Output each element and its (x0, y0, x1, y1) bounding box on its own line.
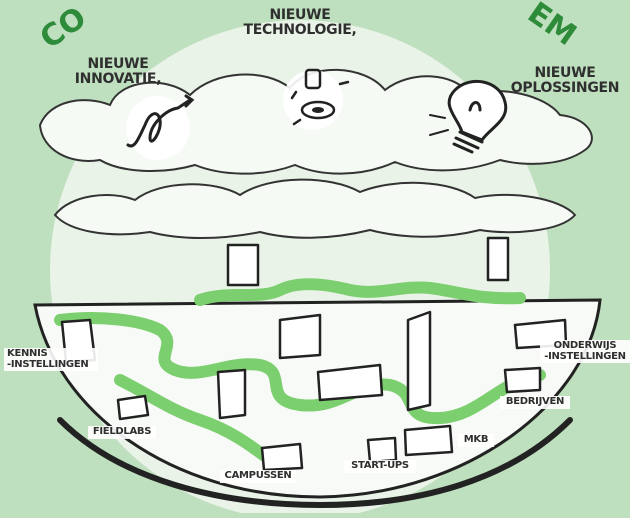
title-left-fragment: CO (34, 0, 93, 56)
label-fieldlabs: FIELDLABS (88, 426, 156, 439)
building-campussen (260, 442, 304, 472)
buildings (60, 236, 568, 472)
building-fieldlabs (116, 394, 150, 421)
city-disc-base (33, 298, 602, 499)
label-onderwijs-instellingen: ONDERWIJS -INSTELLINGEN (540, 340, 630, 363)
tower-tall (406, 310, 432, 412)
label-new-solutions: NIEUWE OPLOSSINGEN (510, 65, 620, 96)
label-mkb: MKB (458, 434, 494, 447)
label-campussen: CAMPUSSEN (220, 470, 296, 483)
green-roads (54, 278, 546, 466)
label-bedrijven: BEDRIJVEN (500, 396, 570, 409)
city-disc-rim (57, 417, 573, 509)
label-new-technology: NIEUWE TECHNOLOGIE, (243, 7, 357, 38)
gear-icon (283, 68, 350, 130)
label-kennis-instellingen: KENNIS -INSTELLINGEN (4, 348, 98, 371)
cloud-lower (53, 178, 577, 239)
lightbulb-icon (429, 80, 508, 154)
spiral-icon (126, 94, 195, 160)
building-center (278, 313, 322, 360)
label-start-ups: START-UPS (344, 460, 416, 473)
label-new-innovation: NIEUWE INNOVATIE, (74, 56, 162, 87)
city-disc (33, 236, 602, 509)
building-mkb (403, 424, 454, 457)
tower-left (226, 243, 260, 287)
building-mid (316, 363, 384, 402)
tower-right (486, 236, 510, 282)
building-small (216, 368, 247, 420)
title-right-fragment: EM (521, 0, 582, 53)
building-startups (366, 436, 398, 464)
building-bedrijven (503, 366, 542, 394)
